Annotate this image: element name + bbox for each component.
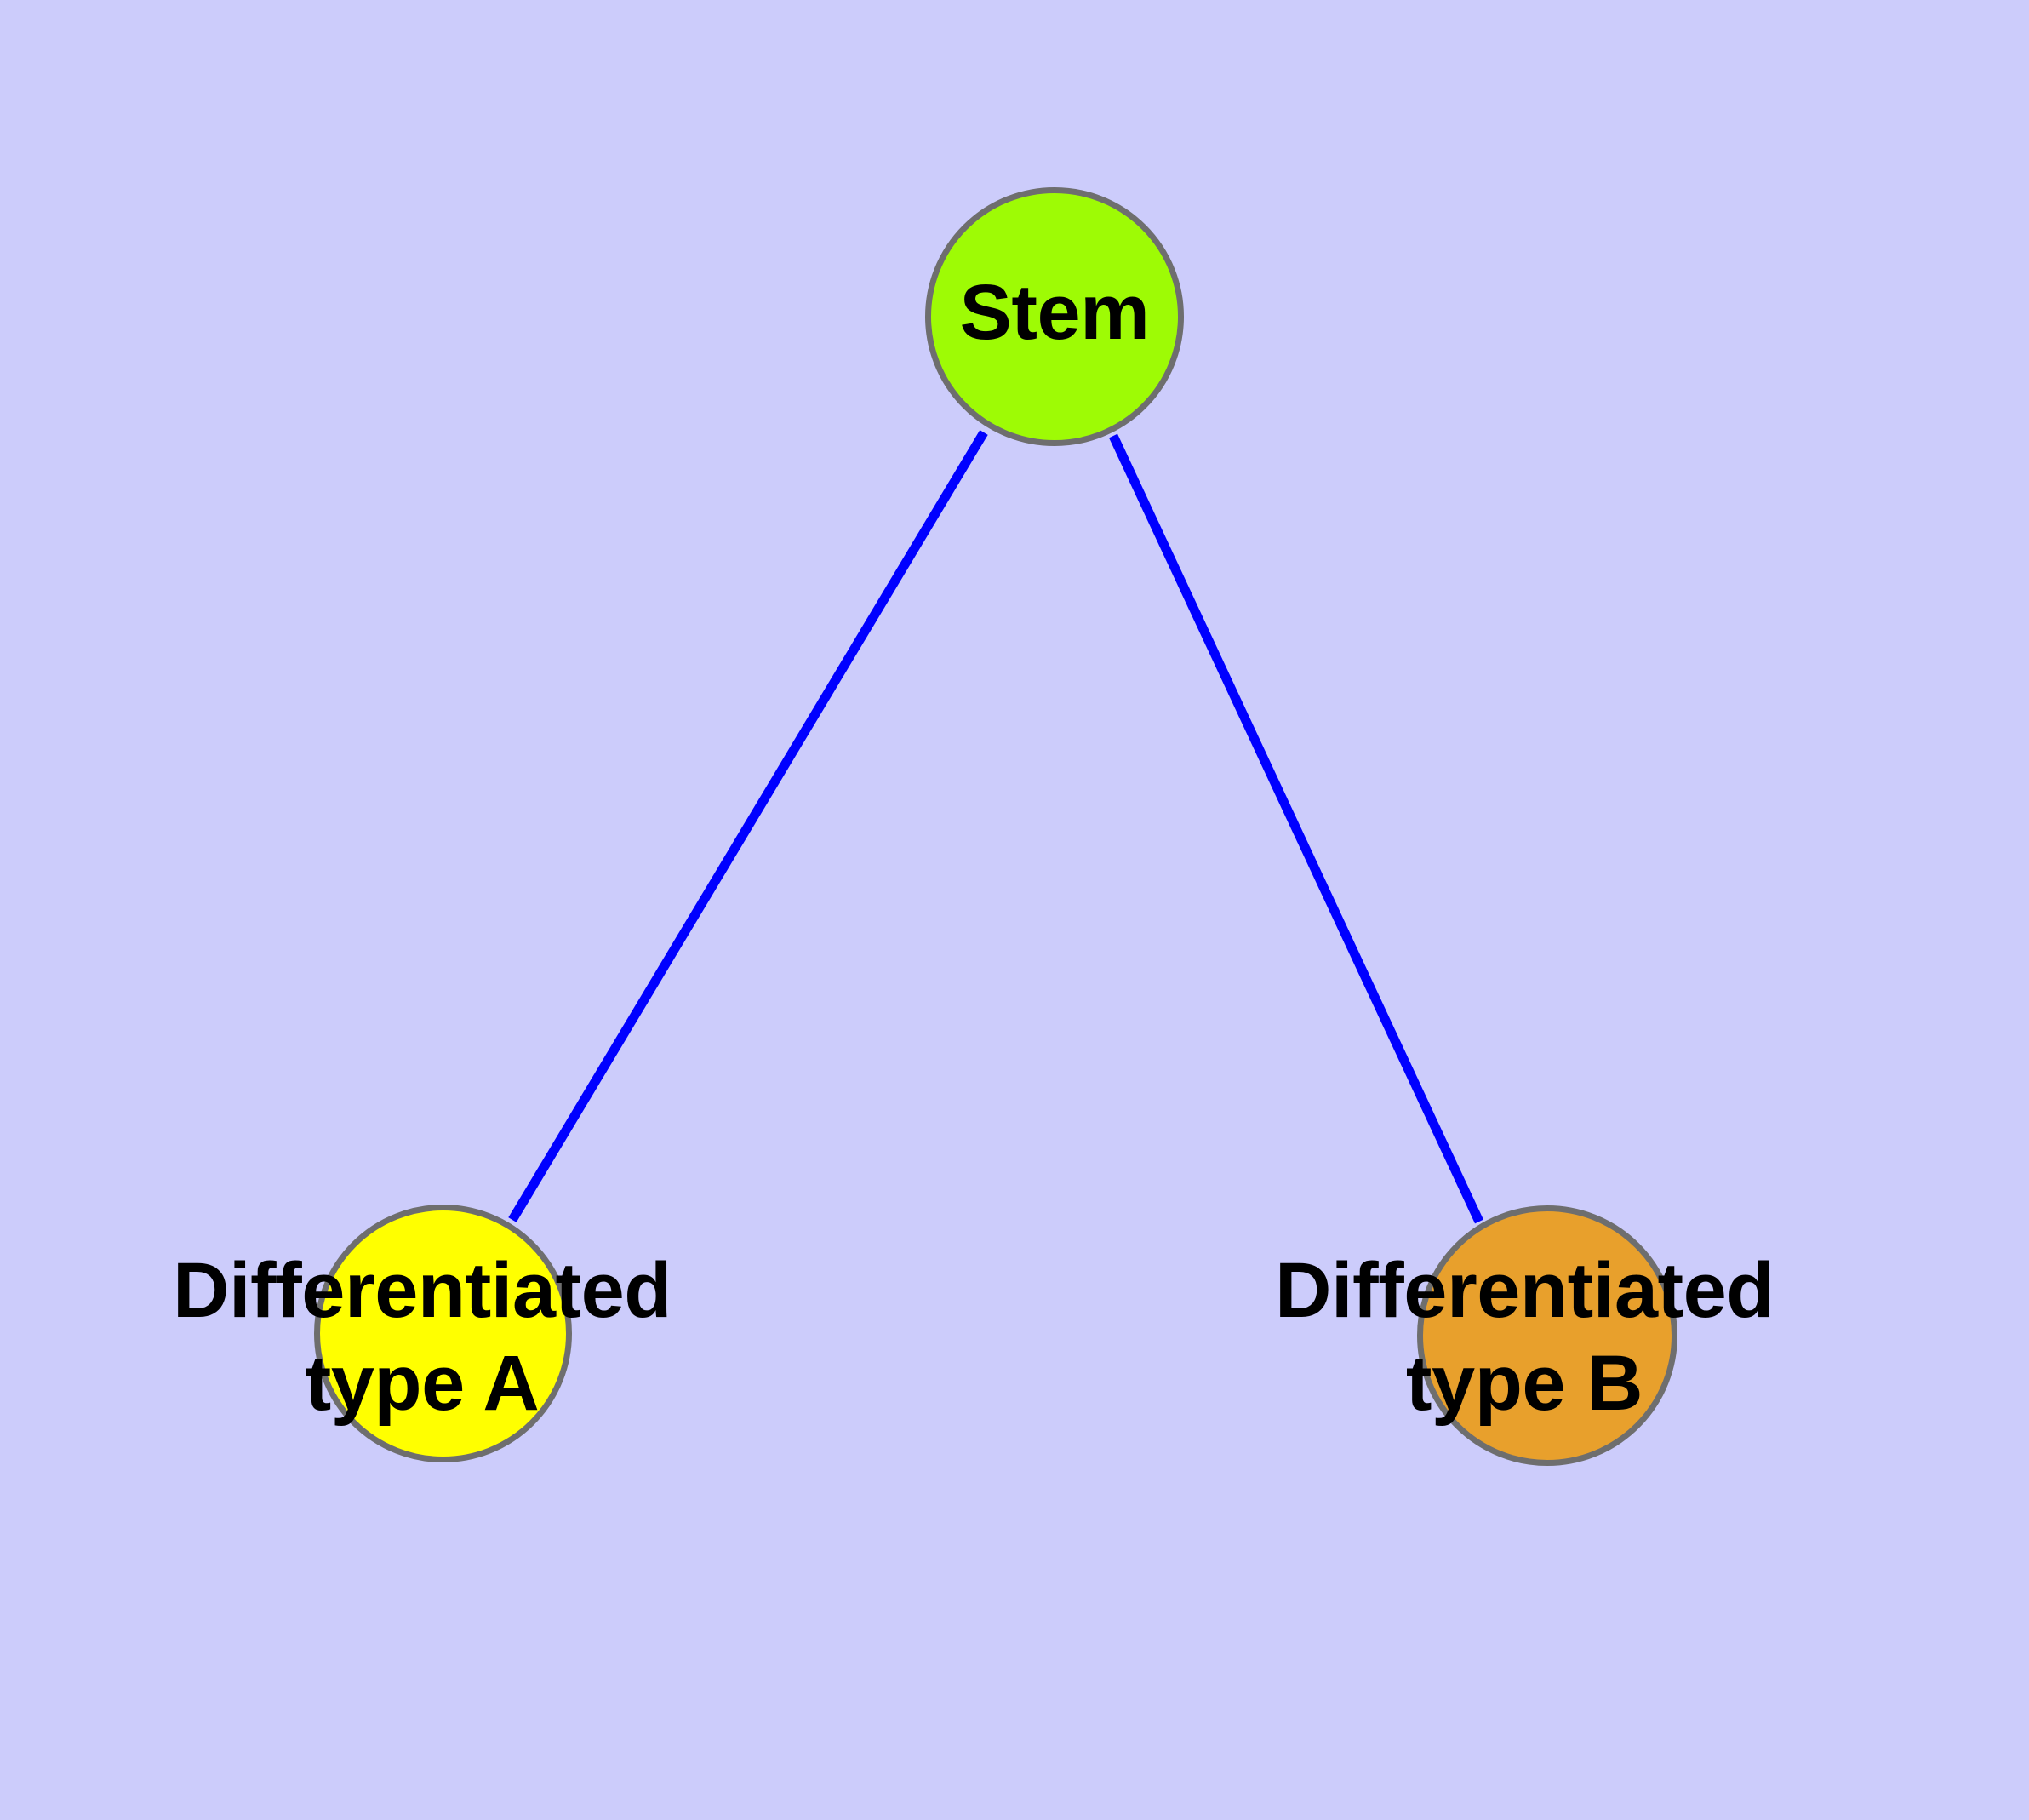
edge-stem-to-type-a: [508, 430, 988, 1222]
edge-stem-to-type-b: [1109, 433, 1483, 1224]
node-differentiated-type-a[interactable]: [314, 1205, 572, 1462]
node-stem[interactable]: [925, 187, 1184, 446]
node-differentiated-type-b[interactable]: [1417, 1205, 1677, 1466]
